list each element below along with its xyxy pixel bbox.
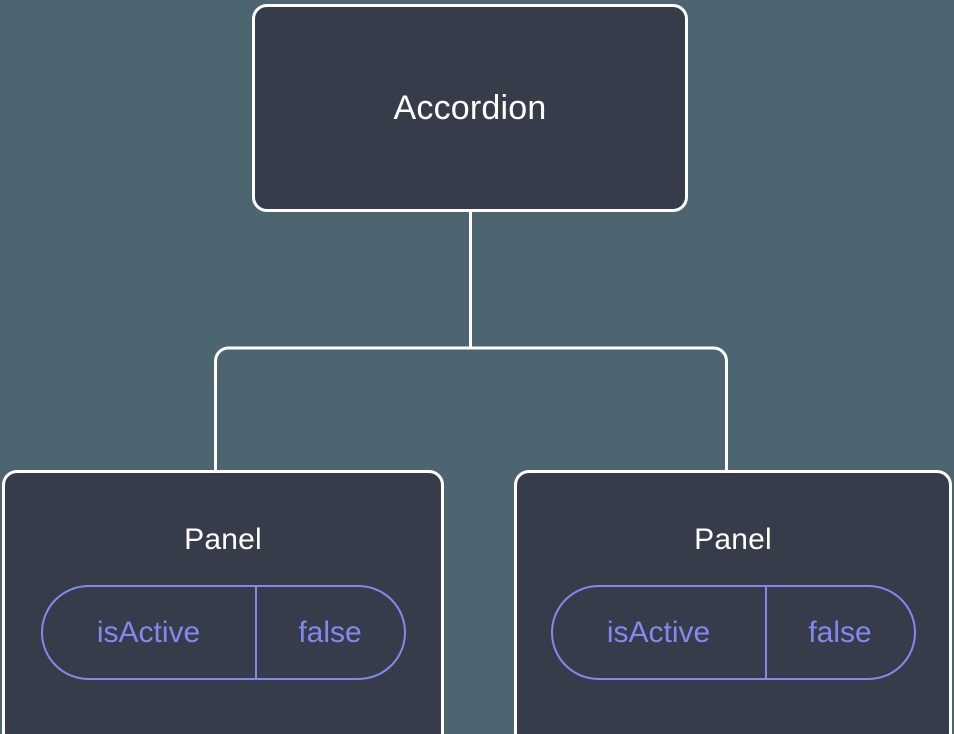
prop-key-2: isActive	[606, 615, 711, 649]
tree-node-panel-2[interactable]: Panel isActive false	[514, 470, 952, 734]
tree-node-accordion[interactable]: Accordion	[252, 4, 688, 212]
prop-value-1: false	[254, 587, 404, 678]
prop-value-2: false	[764, 587, 914, 678]
connector-branch-left	[214, 346, 471, 472]
prop-key-1: isActive	[96, 615, 201, 649]
node-label-panel-2: Panel	[694, 523, 772, 556]
node-label-accordion: Accordion	[393, 89, 547, 127]
prop-pill-isactive-1[interactable]: isActive false	[40, 585, 406, 680]
node-label-panel-1: Panel	[184, 523, 262, 556]
connector-branch-right	[470, 346, 728, 472]
tree-node-panel-1[interactable]: Panel isActive false	[2, 470, 444, 734]
prop-pill-isactive-2[interactable]: isActive false	[550, 585, 916, 680]
